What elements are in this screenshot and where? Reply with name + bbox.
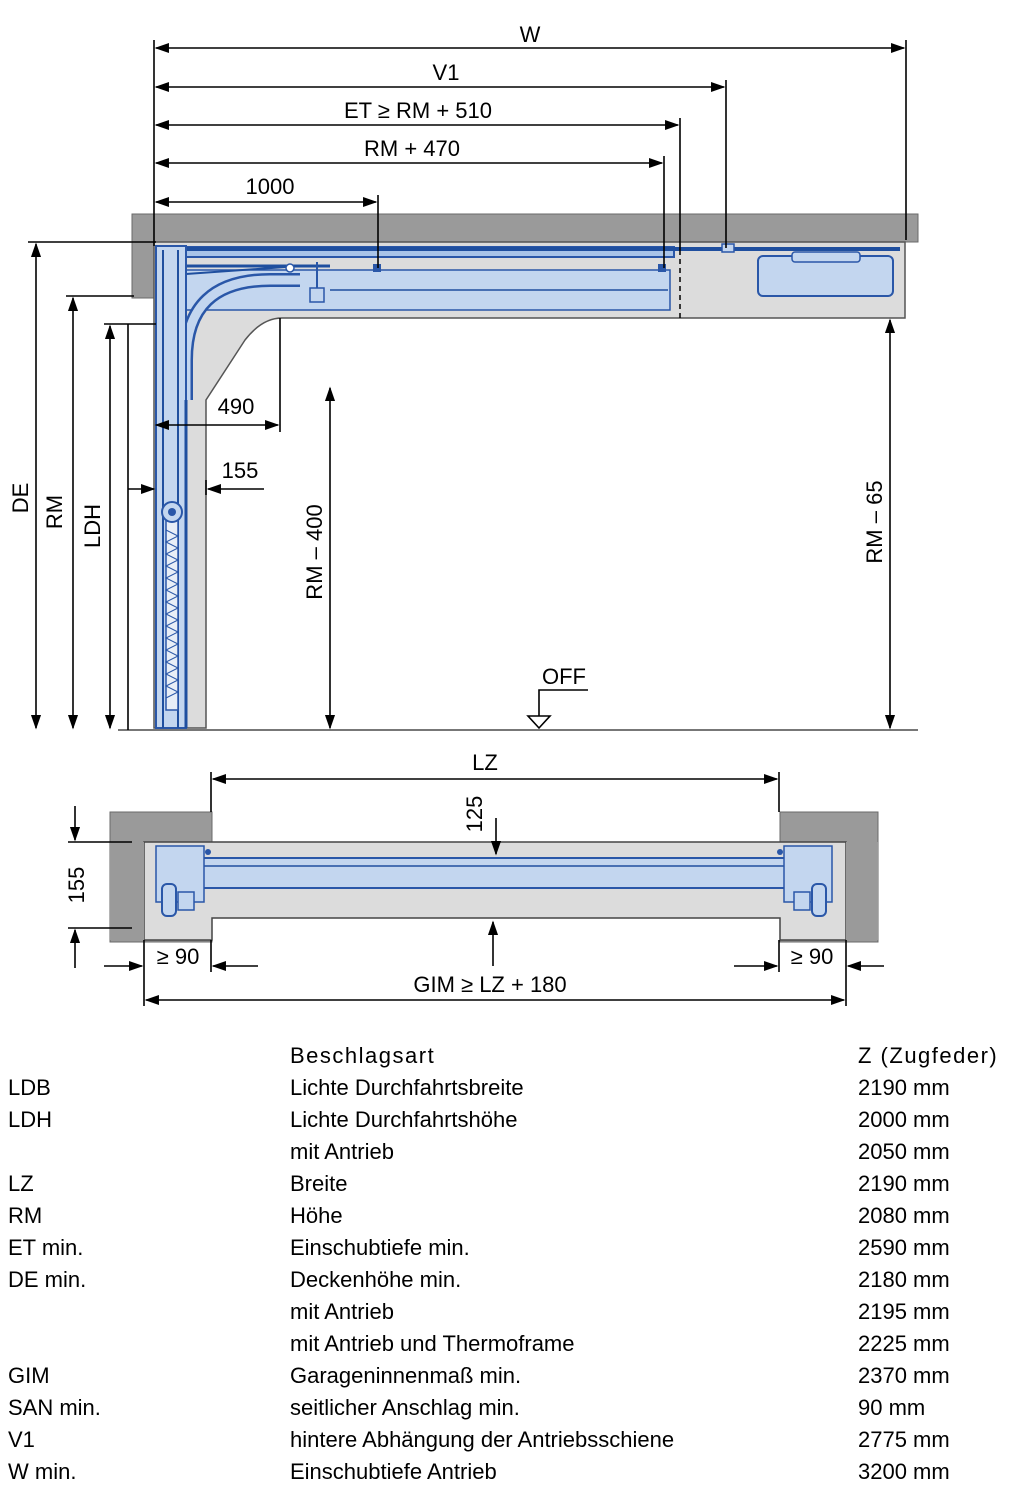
spec-row: mit Antrieb 2050 mm bbox=[0, 1136, 1034, 1168]
label-de: DE bbox=[8, 483, 33, 514]
label-490: 490 bbox=[218, 394, 255, 419]
row-desc: mit Antrieb und Thermoframe bbox=[290, 1331, 575, 1356]
row-value: 2195 mm bbox=[858, 1299, 950, 1324]
row-abbr: V1 bbox=[8, 1427, 35, 1452]
row-abbr: LDB bbox=[8, 1075, 51, 1100]
spec-row: mit Antrieb und Thermoframe 2225 mm bbox=[0, 1328, 1034, 1360]
label-gim: GIM ≥ LZ + 180 bbox=[413, 972, 566, 997]
spec-row: ET min. Einschubtiefe min. 2590 mm bbox=[0, 1232, 1034, 1264]
row-value: 2180 mm bbox=[858, 1267, 950, 1292]
plan-interior bbox=[143, 841, 847, 941]
door-panel bbox=[197, 857, 789, 889]
row-desc: Lichte Durchfahrtsbreite bbox=[290, 1075, 524, 1100]
spec-header: Beschlagsart Z (Zugfeder) bbox=[0, 1040, 1034, 1072]
label-off: OFF bbox=[542, 664, 586, 689]
row-abbr: DE min. bbox=[8, 1267, 87, 1292]
spec-row: LDH Lichte Durchfahrtshöhe 2000 mm bbox=[0, 1104, 1034, 1136]
label-lz: LZ bbox=[472, 750, 498, 775]
spec-row: LZ Breite 2190 mm bbox=[0, 1168, 1034, 1200]
row-value: 2590 mm bbox=[858, 1235, 950, 1260]
row-value: 2000 mm bbox=[858, 1107, 950, 1132]
spec-row: LDB Lichte Durchfahrtsbreite 2190 mm bbox=[0, 1072, 1034, 1104]
label-155-side: 155 bbox=[222, 458, 259, 483]
label-w: W bbox=[520, 22, 541, 47]
label-rm400: RM – 400 bbox=[302, 504, 327, 599]
row-value: 2050 mm bbox=[858, 1139, 950, 1164]
row-abbr: SAN min. bbox=[8, 1395, 101, 1420]
row-desc: Lichte Durchfahrtshöhe bbox=[290, 1107, 518, 1132]
ceiling bbox=[131, 213, 919, 243]
rail-bay bbox=[153, 241, 906, 729]
garage-door-diagram: W V1 ET ≥ RM + 510 RM + 470 1000 490 155… bbox=[8, 22, 919, 1006]
row-desc: mit Antrieb bbox=[290, 1299, 394, 1324]
row-abbr: W min. bbox=[8, 1459, 77, 1484]
spec-row: GIM Garageninnenmaß min. 2370 mm bbox=[0, 1360, 1034, 1392]
label-v1: V1 bbox=[433, 60, 460, 85]
label-125: 125 bbox=[462, 796, 487, 833]
label-et: ET ≥ RM + 510 bbox=[344, 98, 492, 123]
row-abbr: ET min. bbox=[8, 1235, 84, 1260]
row-desc: seitlicher Anschlag min. bbox=[290, 1395, 520, 1420]
lintel-wall bbox=[131, 213, 155, 299]
row-value: 2190 mm bbox=[858, 1075, 950, 1100]
spec-row: W min. Einschubtiefe Antrieb 3200 mm bbox=[0, 1456, 1034, 1488]
plan-view: LZ 125 155 ≥ 90 ≥ 90 GIM ≥ LZ + 180 bbox=[64, 750, 884, 1006]
spec-row: mit Antrieb 2195 mm bbox=[0, 1296, 1034, 1328]
row-abbr: LDH bbox=[8, 1107, 53, 1132]
spec-row: RM Höhe 2080 mm bbox=[0, 1200, 1034, 1232]
row-value: 2190 mm bbox=[858, 1171, 950, 1196]
label-155-plan: 155 bbox=[64, 867, 89, 904]
row-desc: hintere Abhängung der Antriebsschiene bbox=[290, 1427, 675, 1452]
label-ge90-right: ≥ 90 bbox=[791, 944, 834, 969]
row-value: 90 mm bbox=[858, 1395, 926, 1420]
label-1000: 1000 bbox=[246, 174, 295, 199]
row-value: 3200 mm bbox=[858, 1459, 950, 1484]
row-abbr: RM bbox=[8, 1203, 43, 1228]
spec-row: SAN min. seitlicher Anschlag min. 90 mm bbox=[0, 1392, 1034, 1424]
row-desc: Breite bbox=[290, 1171, 348, 1196]
row-value: 2370 mm bbox=[858, 1363, 950, 1388]
label-rm470: RM + 470 bbox=[364, 136, 460, 161]
row-desc: mit Antrieb bbox=[290, 1139, 394, 1164]
row-desc: Höhe bbox=[290, 1203, 343, 1228]
spec-row: DE min. Deckenhöhe min. 2180 mm bbox=[0, 1264, 1034, 1296]
label-rm: RM bbox=[42, 495, 67, 529]
label-ldh: LDH bbox=[80, 504, 105, 548]
row-value: 2080 mm bbox=[858, 1203, 950, 1228]
row-desc: Einschubtiefe Antrieb bbox=[290, 1459, 497, 1484]
row-abbr: GIM bbox=[8, 1363, 50, 1388]
row-desc: Garageninnenmaß min. bbox=[290, 1363, 522, 1388]
row-value: 2775 mm bbox=[858, 1427, 950, 1452]
row-value: 2225 mm bbox=[858, 1331, 950, 1356]
row-desc: Einschubtiefe min. bbox=[290, 1235, 470, 1260]
row-abbr: LZ bbox=[8, 1171, 34, 1196]
floor-level-icon bbox=[526, 715, 552, 730]
label-ge90-left: ≥ 90 bbox=[157, 944, 200, 969]
header-value: Z (Zugfeder) bbox=[858, 1043, 999, 1068]
label-rm65: RM – 65 bbox=[862, 480, 887, 563]
side-view: W V1 ET ≥ RM + 510 RM + 470 1000 490 155… bbox=[8, 22, 919, 731]
header-desc: Beschlagsart bbox=[290, 1043, 436, 1068]
spec-row: V1 hintere Abhängung der Antriebsschiene… bbox=[0, 1424, 1034, 1456]
row-desc: Deckenhöhe min. bbox=[290, 1267, 462, 1292]
